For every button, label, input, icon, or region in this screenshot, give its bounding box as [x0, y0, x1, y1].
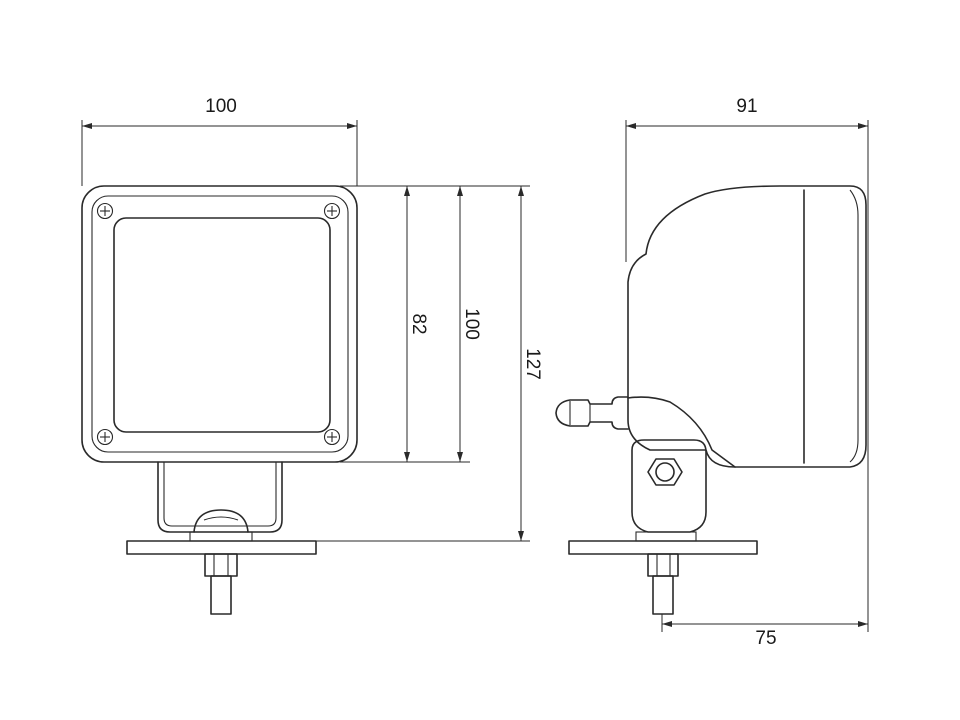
side-lens-curve [849, 189, 859, 463]
dim-inner-height: 82 [404, 186, 429, 462]
dim-label-inner-height: 82 [408, 313, 429, 334]
side-hex-nut [647, 458, 683, 486]
side-housing-outline [627, 185, 867, 468]
side-bracket-arm [627, 396, 736, 468]
screw-icon [323, 428, 341, 446]
front-housing-outline [81, 185, 358, 463]
side-view [555, 185, 867, 615]
dim-side-depth: 91 [625, 96, 869, 632]
side-mount-stem [631, 439, 707, 533]
dim-outer-height: 100 [457, 186, 482, 462]
front-base-plate [126, 540, 317, 555]
dim-label-outer-height: 100 [461, 308, 482, 340]
dim-label-total-height: 127 [522, 348, 543, 380]
dim-total-height: 127 [518, 186, 543, 541]
side-nut-bore [655, 462, 675, 482]
side-cable-gland [555, 396, 629, 430]
dim-label-mount-offset: 75 [755, 628, 776, 649]
front-nut [204, 553, 238, 577]
side-base-plate [568, 540, 758, 555]
front-ball-detail [203, 516, 239, 521]
front-washer [189, 531, 253, 542]
front-lens [113, 217, 331, 433]
front-bracket [157, 461, 283, 533]
side-nut [647, 553, 679, 577]
screw-icon [96, 202, 114, 220]
dim-front-width: 100 [81, 96, 358, 186]
dim-mount-offset: 75 [661, 614, 868, 649]
screw-icon [323, 202, 341, 220]
side-washer [635, 531, 697, 542]
front-view [81, 185, 358, 615]
side-bolt [652, 575, 674, 615]
front-bolt [210, 575, 232, 615]
front-ball-joint [193, 509, 249, 533]
dim-label-front-width: 100 [205, 96, 237, 117]
dim-label-side-depth: 91 [736, 96, 757, 117]
screw-icon [96, 428, 114, 446]
front-flange [91, 195, 349, 453]
